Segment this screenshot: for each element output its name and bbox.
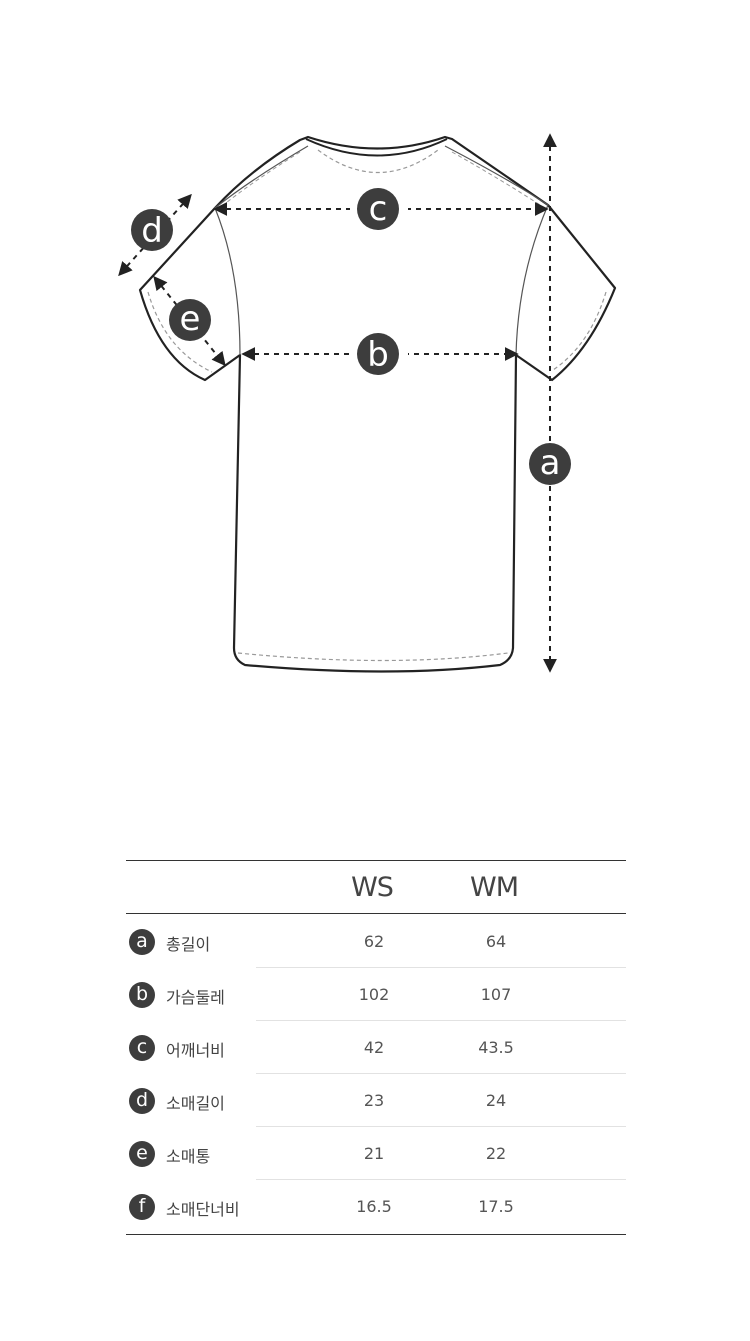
left-raglan-seam bbox=[214, 145, 309, 356]
row-marker-c: c bbox=[129, 1035, 155, 1061]
row-label: 소매통 bbox=[166, 1147, 211, 1166]
right-sleeve-stitch bbox=[552, 291, 607, 371]
tshirt-measurement-diagram: c b a d e bbox=[118, 133, 617, 673]
marker-d: d bbox=[131, 209, 173, 251]
left-raglan-stitch bbox=[221, 151, 301, 207]
value-ws: 62 bbox=[363, 932, 385, 951]
table-header-rule bbox=[126, 913, 626, 914]
tshirt-outline bbox=[138, 135, 617, 673]
value-wm: 64 bbox=[485, 932, 507, 951]
row-marker-a: a bbox=[129, 929, 155, 955]
table-row: b 가슴둘레 102 107 bbox=[126, 968, 626, 1021]
value-ws: 16.5 bbox=[356, 1197, 392, 1216]
row-marker-d: d bbox=[129, 1088, 155, 1114]
row-label: 어깨너비 bbox=[166, 1041, 225, 1060]
svg-text:a: a bbox=[540, 443, 561, 483]
table-row: f 소매단너비 16.5 17.5 bbox=[126, 1180, 626, 1233]
table-row: e 소매통 21 22 bbox=[126, 1127, 626, 1180]
svg-text:e: e bbox=[180, 299, 201, 339]
table-row: c 어깨너비 42 43.5 bbox=[126, 1021, 626, 1074]
svg-text:d: d bbox=[141, 211, 163, 251]
row-marker-b: b bbox=[129, 982, 155, 1008]
collar-line bbox=[305, 138, 448, 157]
value-wm: 24 bbox=[485, 1091, 507, 1110]
right-raglan-stitch bbox=[451, 151, 541, 206]
left-sleeve-stitch bbox=[147, 291, 213, 373]
marker-c: c bbox=[350, 188, 408, 230]
hem-stitch bbox=[237, 652, 509, 662]
value-wm: 43.5 bbox=[478, 1038, 514, 1057]
value-wm: 107 bbox=[480, 985, 512, 1004]
row-marker-e: e bbox=[129, 1141, 155, 1167]
value-wm: 17.5 bbox=[478, 1197, 514, 1216]
value-ws: 21 bbox=[363, 1144, 385, 1163]
measure-e-arrow bbox=[153, 275, 226, 367]
collar-stitch bbox=[317, 149, 439, 174]
table-top-rule bbox=[126, 860, 626, 861]
row-marker-f: f bbox=[129, 1194, 155, 1220]
table-row: a 총길이 62 64 bbox=[126, 915, 626, 968]
value-ws: 23 bbox=[363, 1091, 385, 1110]
svg-text:c: c bbox=[369, 189, 388, 229]
marker-e: e bbox=[169, 299, 211, 341]
column-header-ws: WS bbox=[351, 872, 394, 903]
table-bottom-rule bbox=[126, 1234, 626, 1235]
row-label: 총길이 bbox=[166, 935, 211, 954]
marker-a: a bbox=[528, 442, 572, 486]
value-wm: 22 bbox=[485, 1144, 507, 1163]
svg-text:b: b bbox=[367, 335, 389, 375]
row-label: 소매단너비 bbox=[166, 1200, 240, 1219]
value-ws: 102 bbox=[358, 985, 390, 1004]
marker-b: b bbox=[350, 333, 408, 375]
row-label: 소매길이 bbox=[166, 1094, 225, 1113]
value-ws: 42 bbox=[363, 1038, 385, 1057]
table-row: d 소매길이 23 24 bbox=[126, 1074, 626, 1127]
column-header-wm: WM bbox=[470, 872, 519, 903]
row-label: 가슴둘레 bbox=[166, 988, 225, 1007]
